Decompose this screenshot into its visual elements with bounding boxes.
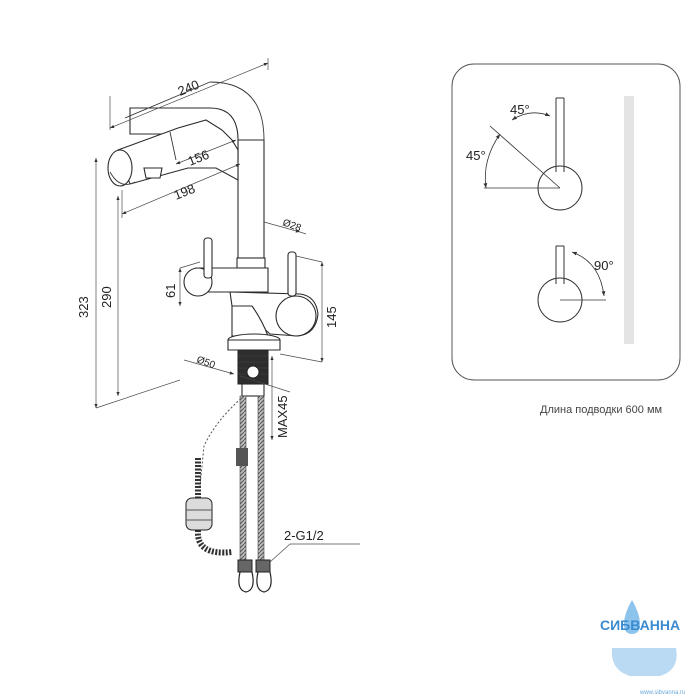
- dimension-labels: 240 156 198 323 290 61 145 Ø28 Ø50 MAX45…: [76, 77, 339, 543]
- watermark-url: www.sibvanna.ru: [639, 690, 685, 696]
- handle-rotation-detail: 45° 45° 90°: [451, 63, 681, 381]
- sibvanna-watermark: СИБВАННА www.sibvanna.ru: [600, 600, 685, 696]
- angle-bottom: 90°: [594, 258, 614, 273]
- supply-hoses: [185, 395, 272, 593]
- dim-240: 240: [176, 77, 202, 99]
- dim-max45: MAX45: [275, 395, 290, 438]
- dim-61: 61: [163, 284, 178, 298]
- dim-d50: Ø50: [195, 354, 217, 371]
- watermark-brand: СИБВАННА: [600, 617, 680, 633]
- angle-top-b: 45°: [466, 148, 486, 163]
- faucet-body: [107, 81, 319, 397]
- supply-length-note: Длина подводки 600 мм: [540, 404, 663, 416]
- dim-290: 290: [99, 286, 114, 308]
- dimension-lines: [94, 58, 360, 563]
- angle-top-a: 45°: [510, 102, 530, 117]
- dim-145: 145: [324, 306, 339, 328]
- dim-323: 323: [76, 296, 91, 318]
- dim-thread: 2-G1/2: [284, 528, 324, 543]
